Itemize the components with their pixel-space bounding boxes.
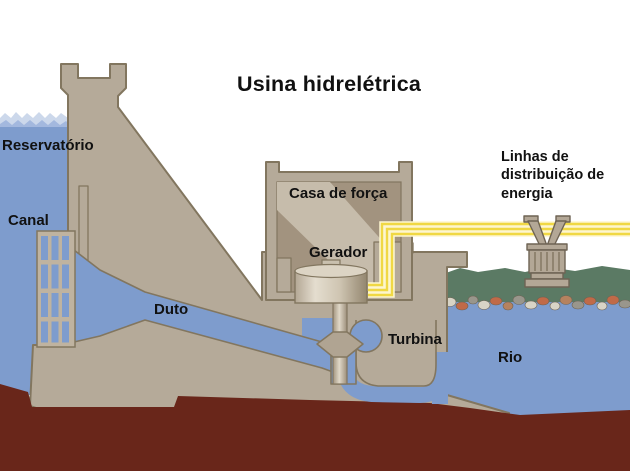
tower-base-upper bbox=[530, 272, 564, 280]
generator-top bbox=[294, 263, 368, 279]
tower-base-lower bbox=[524, 278, 570, 288]
power-lines bbox=[368, 221, 630, 298]
label-duct: Duto bbox=[154, 301, 189, 318]
riverbed-earth bbox=[0, 384, 630, 471]
pebbles bbox=[443, 295, 630, 311]
label-reservoir: Reservatório bbox=[2, 137, 94, 154]
generator-unit bbox=[294, 259, 368, 304]
dam-gate-slot bbox=[78, 185, 89, 263]
river-water bbox=[438, 298, 630, 418]
label-powerhouse: Casa de força bbox=[289, 185, 388, 202]
turbine-runner bbox=[316, 331, 364, 358]
transmission-tower bbox=[523, 215, 571, 288]
tower-collar bbox=[526, 243, 568, 251]
label-turbine: Turbina bbox=[388, 331, 442, 348]
label-river: Rio bbox=[498, 349, 523, 366]
label-power-lines: Linhas de distribuição de energia bbox=[501, 149, 605, 202]
trash-rack-grid bbox=[36, 230, 76, 348]
diagram-title: Usina hidrelétrica bbox=[237, 72, 422, 96]
powerhouse-inner-wall bbox=[276, 257, 292, 293]
label-canal: Canal bbox=[8, 212, 49, 229]
label-generator: Gerador bbox=[309, 244, 368, 261]
